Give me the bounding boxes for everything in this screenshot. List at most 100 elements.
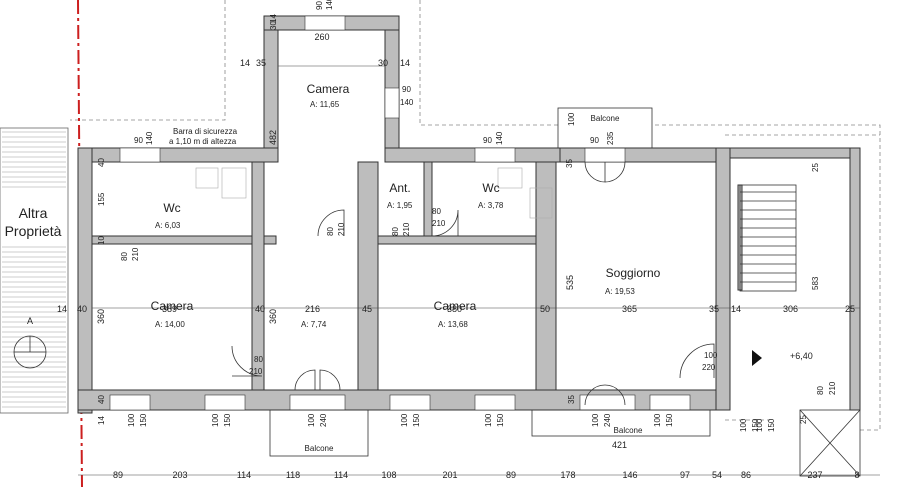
- dim-w240: 240: [319, 413, 328, 427]
- bottom-dim-label: 8: [854, 470, 859, 480]
- dim-row-306: 306: [783, 304, 798, 314]
- dim-w150f: 150: [767, 418, 776, 432]
- dim-a210: 210: [402, 222, 411, 236]
- room-wc-right-name: Wc: [482, 181, 499, 195]
- window-openings: [109, 15, 691, 411]
- bottom-dim-label: 108: [381, 470, 396, 480]
- dim-a80: 80: [391, 227, 400, 236]
- room-ant-name: Ant.: [389, 181, 410, 195]
- dim-row-40: 40: [77, 304, 87, 314]
- dim-top-30b: 30: [378, 58, 388, 68]
- section-a-label: A: [27, 316, 33, 326]
- dim-top-30a: 30: [269, 21, 278, 30]
- dim-wc-90: 90: [134, 136, 143, 145]
- dim-b35: 35: [567, 395, 576, 404]
- dim-r535: 535: [565, 275, 575, 290]
- dim-w100d: 100: [400, 413, 409, 427]
- dim-r90: 90: [483, 136, 492, 145]
- dim-r90b: 90: [590, 136, 599, 145]
- dim-e100: 100: [704, 351, 718, 360]
- bottom-dim-label: 118: [286, 470, 300, 480]
- dim-w100g: 100: [653, 413, 662, 427]
- dim-f80: 80: [816, 386, 825, 395]
- dim-row-35: 35: [709, 304, 719, 314]
- bottom-dim-label: 89: [113, 470, 123, 480]
- room-wc-left-name: Wc: [163, 201, 180, 215]
- dim-w100e: 100: [484, 413, 493, 427]
- dim-row-365: 365: [622, 304, 637, 314]
- dim-w240b: 240: [603, 413, 612, 427]
- barra-label-2: a 1,10 m di altezza: [169, 137, 237, 146]
- dim-row-45: 45: [362, 304, 372, 314]
- dim-top-90: 90: [315, 1, 324, 10]
- bottom-dim-label: 203: [172, 470, 187, 480]
- dim-row-25: 25: [845, 304, 855, 314]
- dim-row-389: 389: [162, 304, 177, 314]
- dim-win-140: 140: [400, 98, 414, 107]
- room-corridor-area: A: 7,74: [301, 320, 327, 329]
- staircase: [739, 184, 861, 477]
- dim-l10: 10: [97, 236, 106, 245]
- dim-s583: 583: [811, 276, 820, 290]
- dim-w100i: 100: [739, 418, 748, 432]
- dim-win-90: 90: [402, 85, 411, 94]
- balcone-top-label: Balcone: [591, 114, 620, 123]
- room-camera-top-area: A: 11,65: [310, 100, 340, 109]
- dim-m360: 360: [268, 309, 278, 324]
- dim-l80: 80: [120, 252, 129, 261]
- dim-row-380: 380: [447, 304, 462, 314]
- room-wc-left-area: A: 6,03: [155, 221, 181, 230]
- dim-f210: 210: [828, 381, 837, 395]
- room-labels: Camera A: 11,65 Wc A: 6,03 Camera A: 14,…: [151, 82, 661, 329]
- dim-w100b: 100: [211, 413, 220, 427]
- bottom-dim-label: 114: [237, 470, 251, 480]
- room-camera-mid-area: A: 13,68: [438, 320, 468, 329]
- barra-label-1: Barra di sicurezza: [173, 127, 238, 136]
- dim-w25: 25: [799, 415, 808, 424]
- room-wc-right-area: A: 3,78: [478, 201, 504, 210]
- dim-r35: 35: [565, 159, 574, 168]
- section-marker: [13, 335, 47, 369]
- dim-l40: 40: [97, 158, 106, 167]
- dim-m80: 80: [326, 227, 335, 236]
- dim-m210: 210: [337, 222, 346, 236]
- dimension-lines: [78, 65, 880, 476]
- dim-l210: 210: [131, 247, 140, 261]
- room-ant-area: A: 1,95: [387, 201, 413, 210]
- balcone-bottom-right-label: Balcone: [614, 426, 643, 435]
- dim-l360: 360: [96, 309, 106, 324]
- dim-w100f: 100: [591, 413, 600, 427]
- neighbour-outlines: [70, 0, 881, 431]
- dim-row-216: 216: [305, 304, 320, 314]
- dim-wc-140: 140: [145, 131, 154, 145]
- proprieta-label: Proprietà: [5, 223, 62, 239]
- bottom-dim-label: 97: [680, 470, 690, 480]
- bottom-dim-label: 114: [334, 470, 348, 480]
- dim-w150b: 150: [223, 413, 232, 427]
- bottom-dim-label: 237: [807, 470, 822, 480]
- level-label: +6,40: [790, 351, 813, 361]
- dim-w150a: 150: [139, 413, 148, 427]
- room-soggiorno-name: Soggiorno: [606, 266, 661, 280]
- bottom-dim-label: 89: [506, 470, 516, 480]
- dim-top-14c: 14: [400, 58, 410, 68]
- dim-w100h: 100: [755, 418, 764, 432]
- dim-b40: 40: [97, 395, 106, 404]
- dim-l155: 155: [97, 192, 106, 206]
- dimension-texts: 14 30 90 140 260 14 35 30 14 90 140 482 …: [57, 0, 855, 450]
- walls: [77, 15, 861, 414]
- dim-b80: 80: [432, 207, 441, 216]
- dim-row-40b: 40: [255, 304, 265, 314]
- room-camera-mid-name: Camera: [434, 299, 477, 313]
- room-soggiorno-area: A: 19,53: [605, 287, 635, 296]
- dim-r100: 100: [567, 112, 576, 126]
- dim-w100c: 100: [307, 413, 316, 427]
- dim-d80: 80: [254, 355, 263, 364]
- dim-w150g: 150: [751, 418, 760, 432]
- room-camera-top-name: Camera: [307, 82, 350, 96]
- dim-w150c: 150: [412, 413, 421, 427]
- dim-row-14: 14: [57, 304, 67, 314]
- dim-row-14b: 14: [731, 304, 741, 314]
